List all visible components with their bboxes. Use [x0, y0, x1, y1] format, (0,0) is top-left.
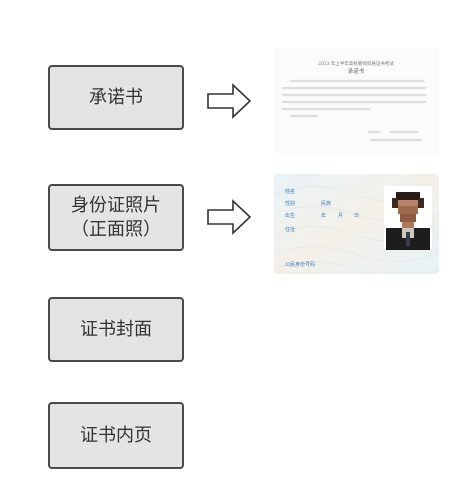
right-arrow-icon [207, 199, 252, 235]
id-field-ethnicity: 民族 [321, 200, 331, 207]
id-card-thumbnail: 姓名 性别 民族 出生 年 月 日 住址 公民身份号码 [274, 174, 439, 274]
id-photo-box-label: 身份证照片 （正面照） [71, 194, 161, 240]
id-photo-box: 身份证照片 （正面照） [48, 184, 184, 251]
pledge-doc-body-lines [282, 80, 426, 141]
id-portrait [384, 186, 432, 250]
id-number-label: 公民身份号码 [285, 261, 315, 268]
id-field-month: 月 [338, 213, 343, 219]
certificate-inner-page-box: 证书内页 [48, 402, 184, 469]
id-field-day: 日 [354, 213, 359, 219]
pledge-box-label: 承诺书 [89, 86, 143, 108]
certificate-cover-box: 证书封面 [48, 297, 184, 362]
pledge-box: 承诺书 [48, 65, 184, 130]
pledge-document-thumbnail: 2023 年上半年高校教师资格证书考试 承诺书 [274, 48, 439, 154]
id-field-gender: 性别 [285, 200, 295, 207]
certificate-cover-box-label: 证书封面 [80, 318, 152, 340]
id-field-year: 年 [321, 212, 326, 219]
id-field-name: 姓名 [285, 188, 295, 195]
pledge-doc-title: 承诺书 [348, 67, 365, 75]
id-field-address: 住址 [285, 226, 295, 233]
right-arrow-icon [207, 83, 252, 119]
certificate-inner-page-box-label: 证书内页 [80, 424, 152, 446]
pledge-doc-heading: 2023 年上半年高校教师资格证书考试 [318, 60, 394, 67]
id-field-birth: 出生 [285, 212, 295, 219]
